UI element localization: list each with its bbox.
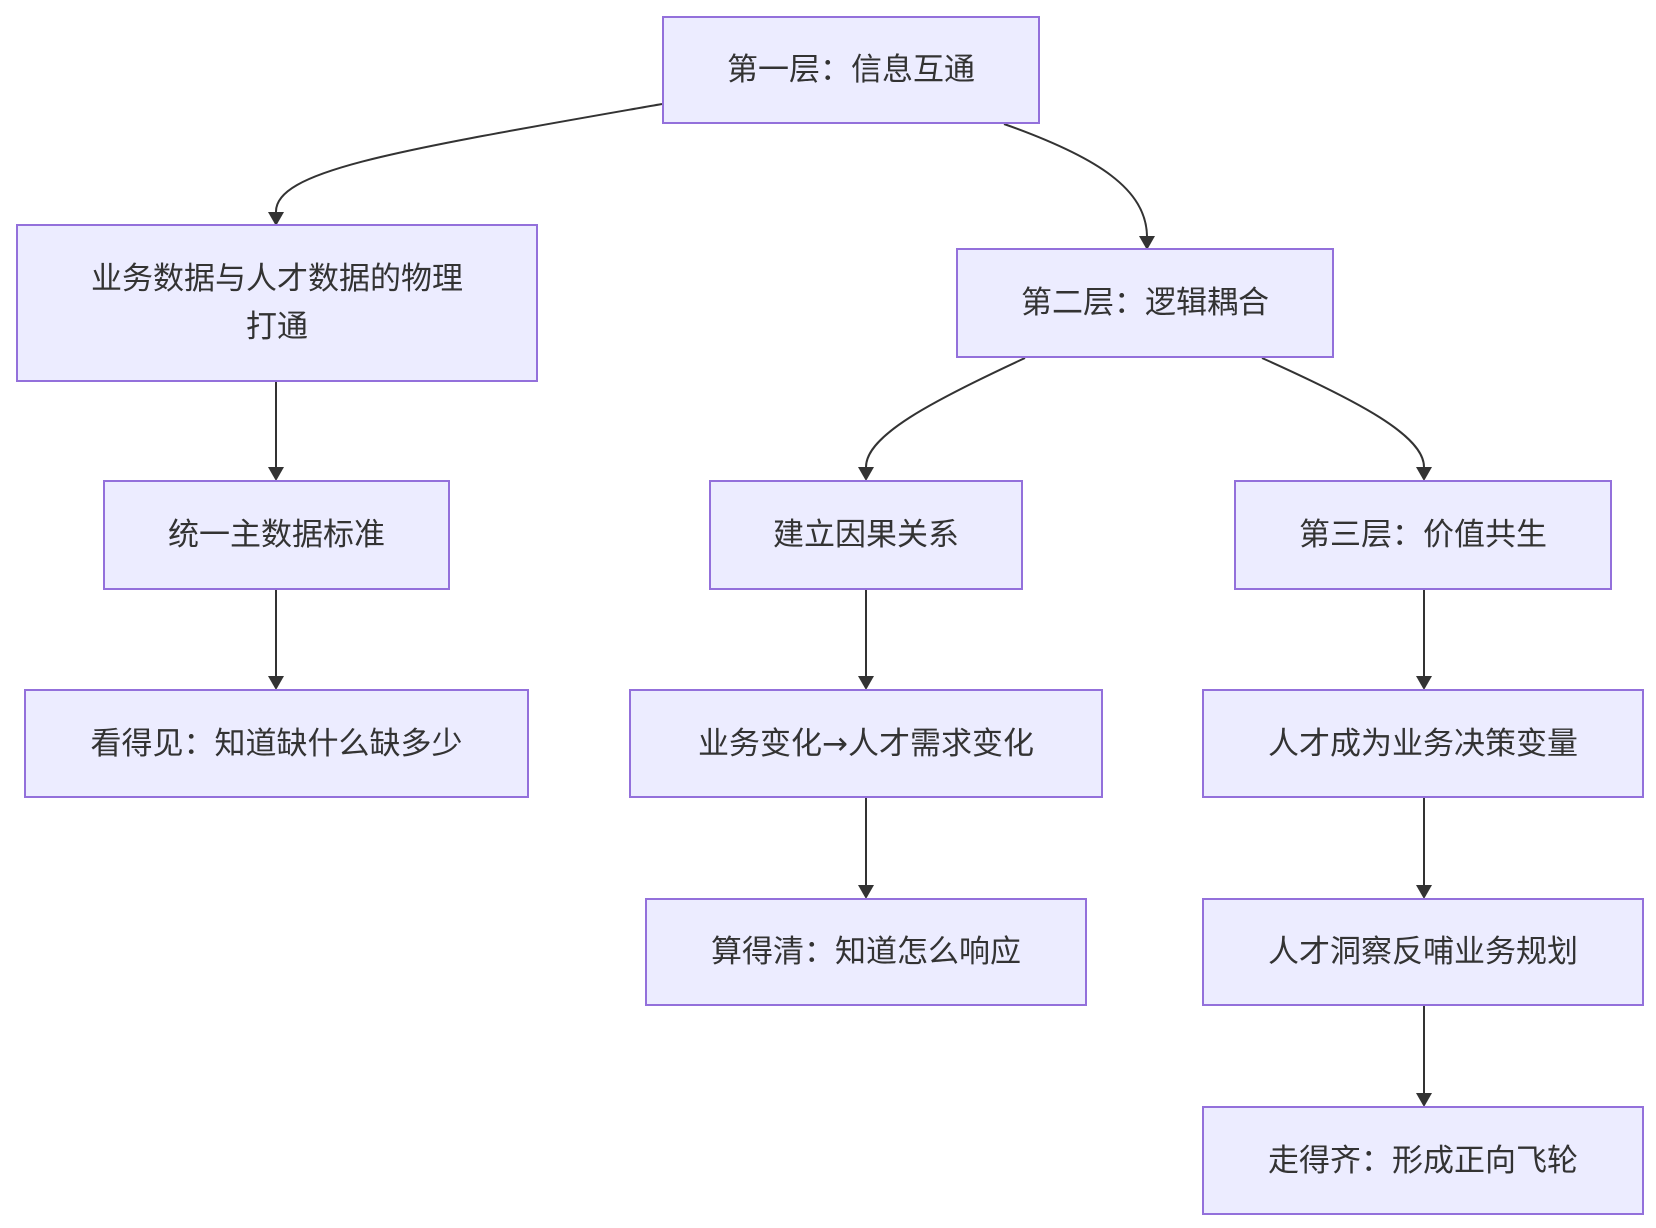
node-calc: 算得清：知道怎么响应 (645, 898, 1087, 1006)
node-see: 看得见：知道缺什么缺多少 (24, 689, 529, 798)
arrow-physical (268, 212, 284, 226)
node-flywheel: 走得齐：形成正向飞轮 (1202, 1106, 1644, 1215)
node-physical-label: 业务数据与人才数据的物理打通 (91, 261, 463, 345)
arrow-layer2 (1139, 236, 1155, 250)
node-bizchange-label: 业务变化→人才需求变化 (698, 725, 1034, 762)
node-decision-label: 人才成为业务决策变量 (1268, 725, 1578, 762)
node-layer3: 第三层：价值共生 (1234, 480, 1612, 590)
node-causal: 建立因果关系 (709, 480, 1023, 590)
node-mdm: 统一主数据标准 (103, 480, 450, 590)
node-flywheel-label: 走得齐：形成正向飞轮 (1268, 1142, 1578, 1179)
arrow-decision (1416, 676, 1432, 690)
edge-layer1-physical (274, 103, 663, 213)
edge-layer2-causal (865, 357, 1026, 468)
node-insight-label: 人才洞察反哺业务规划 (1268, 934, 1578, 970)
arrow-layer3 (1416, 467, 1432, 481)
node-causal-label: 建立因果关系 (773, 517, 959, 553)
node-insight: 人才洞察反哺业务规划 (1202, 898, 1644, 1006)
node-bizchange: 业务变化→人才需求变化 (629, 689, 1103, 798)
node-physical: 业务数据与人才数据的物理打通 (16, 224, 538, 382)
node-see-label: 看得见：知道缺什么缺多少 (90, 725, 463, 762)
node-mdm-label: 统一主数据标准 (168, 517, 385, 553)
arrow-causal (858, 467, 874, 481)
node-layer2: 第二层：逻辑耦合 (956, 248, 1334, 358)
node-layer1: 第一层：信息互通 (662, 16, 1040, 124)
node-layer3-label: 第三层：价值共生 (1299, 517, 1547, 553)
node-layer1-label: 第一层：信息互通 (727, 52, 975, 88)
arrow-insight (1416, 885, 1432, 899)
node-layer2-label: 第二层：逻辑耦合 (1021, 285, 1269, 321)
arrow-see (268, 676, 284, 690)
edge-layer2-layer3 (1261, 357, 1425, 468)
node-decision: 人才成为业务决策变量 (1202, 689, 1644, 798)
arrow-bizchange (858, 676, 874, 690)
arrow-mdm (268, 467, 284, 481)
node-calc-label: 算得清：知道怎么响应 (711, 934, 1021, 970)
arrow-flywheel (1416, 1093, 1432, 1107)
edge-layer1-layer2 (1003, 123, 1148, 237)
arrow-calc (858, 885, 874, 899)
